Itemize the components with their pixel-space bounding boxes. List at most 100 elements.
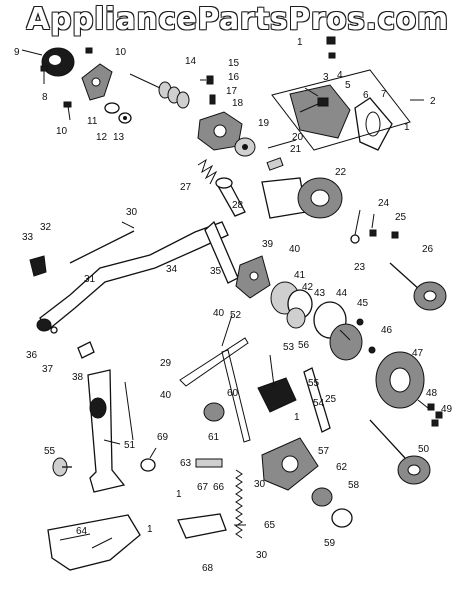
part-47-cam-drum	[375, 351, 425, 409]
callout-62: 62	[336, 462, 348, 473]
callout-42: 42	[302, 282, 314, 293]
callout-13: 13	[113, 132, 125, 143]
part-64-presser-foot	[47, 514, 141, 571]
callout-60: 60	[227, 388, 239, 399]
group-frame-2	[271, 69, 424, 151]
part-68-plate	[177, 513, 227, 539]
callout-10: 10	[56, 126, 68, 137]
callout-30: 30	[126, 207, 138, 218]
callout-35: 35	[210, 266, 222, 277]
callout-44: 44	[336, 288, 348, 299]
callout-68: 68	[202, 563, 214, 574]
callout-22: 22	[335, 167, 347, 178]
callout-11: 11	[87, 116, 98, 127]
part-58-59-wheels	[311, 487, 353, 528]
part-31-rod	[69, 230, 135, 264]
callout-67: 67	[197, 482, 209, 493]
callout-3: 3	[323, 72, 329, 83]
callout-49: 49	[441, 404, 453, 415]
callout-64: 64	[76, 526, 88, 537]
part-38-knob	[77, 341, 95, 359]
part-29-pin	[124, 381, 134, 441]
part-51-presser-bar	[87, 369, 126, 493]
part-26-knob-shaft	[389, 262, 447, 311]
callout-32: 32	[40, 222, 52, 233]
site-watermark: AppliancePartsPros.com	[26, 2, 449, 37]
part-14-spring	[158, 81, 190, 109]
callout-36: 36	[26, 350, 38, 361]
callout-55: 55	[308, 378, 320, 389]
callout-1: 1	[176, 489, 182, 500]
callout-63: 63	[180, 458, 192, 469]
callout-33: 33	[22, 232, 34, 243]
callout-16: 16	[228, 72, 240, 83]
callout-51: 51	[124, 440, 136, 451]
callout-10: 10	[115, 47, 127, 58]
part-7-link	[354, 97, 393, 151]
callout-31: 31	[84, 274, 96, 285]
callout-5: 5	[345, 80, 351, 91]
part-48-49-screws	[427, 403, 443, 427]
callout-40: 40	[289, 244, 301, 255]
callout-9: 9	[14, 47, 20, 58]
callout-26: 26	[422, 244, 434, 255]
callout-7: 7	[381, 89, 387, 100]
callout-29: 29	[160, 358, 172, 369]
part-39-cam	[235, 255, 271, 299]
callout-34: 34	[166, 264, 178, 275]
callout-27: 27	[180, 182, 192, 193]
callout-57: 57	[318, 446, 330, 457]
part-65-spring	[235, 469, 243, 539]
part-28-shaft	[215, 177, 246, 217]
callout-46: 46	[381, 325, 393, 336]
callout-39: 39	[262, 239, 274, 250]
part-13-washer	[118, 112, 132, 124]
callout-14: 14	[185, 56, 197, 67]
part-50-knob-shaft	[369, 419, 431, 485]
part-53-lever	[257, 377, 297, 413]
callout-24: 24	[378, 198, 390, 209]
callout-41: 41	[294, 270, 306, 281]
callout-59: 59	[324, 538, 336, 549]
part-12-washer	[104, 102, 120, 114]
callout-2: 2	[430, 96, 436, 107]
callout-8: 8	[42, 92, 48, 103]
callout-23: 23	[354, 262, 366, 273]
part-8-screw	[40, 65, 48, 84]
callout-30: 30	[254, 479, 266, 490]
callout-58: 58	[348, 480, 360, 491]
callout-20: 20	[292, 132, 304, 143]
part-15-16-17-screws	[206, 75, 216, 105]
callout-40: 40	[213, 308, 225, 319]
callout-28: 28	[232, 200, 244, 211]
part-10-screw	[63, 47, 93, 121]
callout-40: 40	[160, 390, 172, 401]
part-22-bushing	[261, 177, 343, 219]
callout-17: 17	[226, 86, 238, 97]
callout-30: 30	[256, 550, 268, 561]
callout-53: 53	[283, 342, 295, 353]
part-41-43-cams	[270, 281, 313, 329]
callout-69: 69	[157, 432, 169, 443]
part-63-screw	[195, 458, 223, 468]
part-55-knob	[52, 457, 72, 477]
part-34-feed-bar	[39, 220, 239, 331]
callout-52: 52	[230, 310, 242, 321]
part-61-collar	[203, 402, 225, 422]
callout-65: 65	[264, 520, 276, 531]
part-52-bracket	[179, 337, 251, 443]
callout-19: 19	[258, 118, 270, 129]
part-9-hub	[21, 47, 75, 77]
part-57-hook-assembly	[261, 437, 319, 491]
callout-1: 1	[147, 524, 153, 535]
callout-55: 55	[44, 446, 56, 457]
callout-25: 25	[325, 394, 337, 405]
callout-38: 38	[72, 372, 84, 383]
callout-47: 47	[412, 348, 424, 359]
part-18-gear-housing	[197, 111, 243, 151]
callout-6: 6	[363, 90, 369, 101]
part-19-gear	[234, 137, 256, 157]
callout-15: 15	[228, 58, 240, 69]
part-69-washer	[140, 458, 156, 472]
